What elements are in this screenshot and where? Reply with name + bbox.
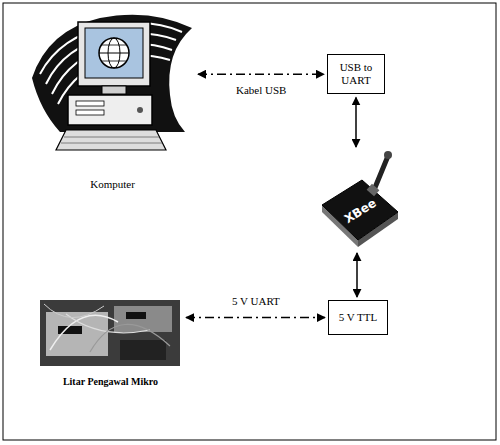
xbee-logo: XBee (341, 196, 378, 227)
xbee-module (322, 180, 398, 240)
computer-node: Komputer (30, 8, 195, 193)
globe-equator (99, 53, 129, 54)
monitor-screen (85, 28, 143, 78)
connector-arrow (198, 73, 324, 75)
antenna-base (367, 184, 380, 197)
xbee-node: XBee (316, 150, 398, 250)
node-label: 5 V TTL (333, 311, 383, 324)
keyboard-row (61, 143, 162, 144)
monitor-stand (102, 86, 126, 94)
power-button (137, 107, 143, 113)
ttl-box: 5 V TTL (328, 300, 388, 335)
wire (50, 315, 118, 350)
drive-slot (76, 101, 104, 106)
module-board (120, 340, 166, 360)
circuit-board (40, 300, 180, 366)
connector-arrow (186, 317, 325, 319)
keyboard (56, 130, 166, 150)
edge-label: 5 V UART (230, 295, 282, 308)
connector-arrow (356, 253, 358, 297)
globe-parallel (101, 45, 127, 46)
chip (126, 312, 146, 319)
banner-shape (32, 15, 192, 132)
connector-arrow (355, 97, 357, 147)
converter-box: USB to UART (327, 54, 385, 94)
circuit-photo (40, 300, 180, 366)
monitor (78, 22, 150, 86)
edge-label: Kabel USB (234, 84, 288, 97)
outer-frame (3, 3, 496, 440)
wire (90, 324, 170, 352)
drive-slot (76, 110, 104, 115)
node-label: Komputer (90, 178, 135, 193)
antenna-tip (384, 151, 392, 159)
computer-illustration (32, 15, 192, 150)
xbee-illustration (322, 151, 398, 247)
breadboard (46, 312, 108, 356)
xbee-antenna (374, 156, 388, 190)
node-label: Litar Pengawal Mikro (63, 376, 158, 390)
globe-parallel (101, 61, 127, 62)
controller-node: Litar Pengawal Mikro (38, 298, 183, 390)
globe-icon (99, 38, 129, 68)
wire (44, 304, 104, 318)
system-unit (68, 95, 152, 125)
keyboard-row (64, 137, 159, 138)
node-label: USB to UART (332, 61, 380, 87)
